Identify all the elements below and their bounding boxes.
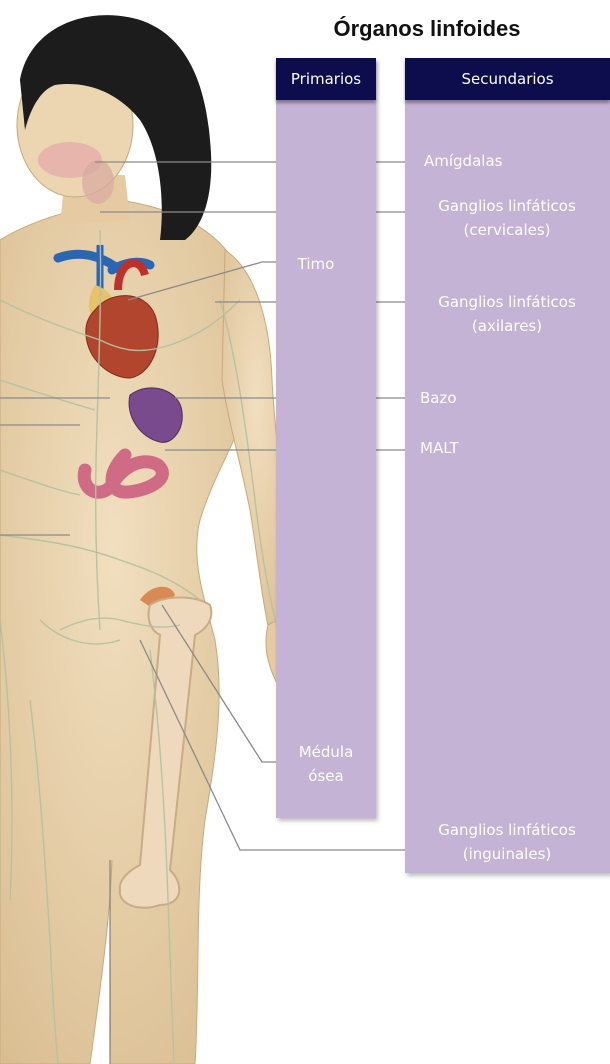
label-cervical-nodes-1: Ganglios linfáticos <box>407 196 607 217</box>
label-thymus: Timo <box>266 254 366 275</box>
label-inguinal-nodes-2: (inguinales) <box>407 844 607 865</box>
label-axillary-nodes-2: (axilares) <box>407 316 607 337</box>
secondary-header: Secundarios <box>405 58 610 100</box>
diagram-title: Órganos linfoides <box>302 16 552 42</box>
label-malt: MALT <box>420 438 459 459</box>
primary-header: Primarios <box>276 58 376 100</box>
label-tonsils: Amígdalas <box>424 151 502 172</box>
label-bone-marrow-2: ósea <box>276 766 376 787</box>
label-axillary-nodes-1: Ganglios linfáticos <box>407 292 607 313</box>
label-cervical-nodes-2: (cervicales) <box>407 220 607 241</box>
label-spleen: Bazo <box>420 388 457 409</box>
primary-organs-column: Primarios <box>276 58 376 818</box>
label-inguinal-nodes-1: Ganglios linfáticos <box>407 820 607 841</box>
label-bone-marrow-1: Médula <box>276 742 376 763</box>
secondary-organs-column: Secundarios <box>405 58 610 873</box>
